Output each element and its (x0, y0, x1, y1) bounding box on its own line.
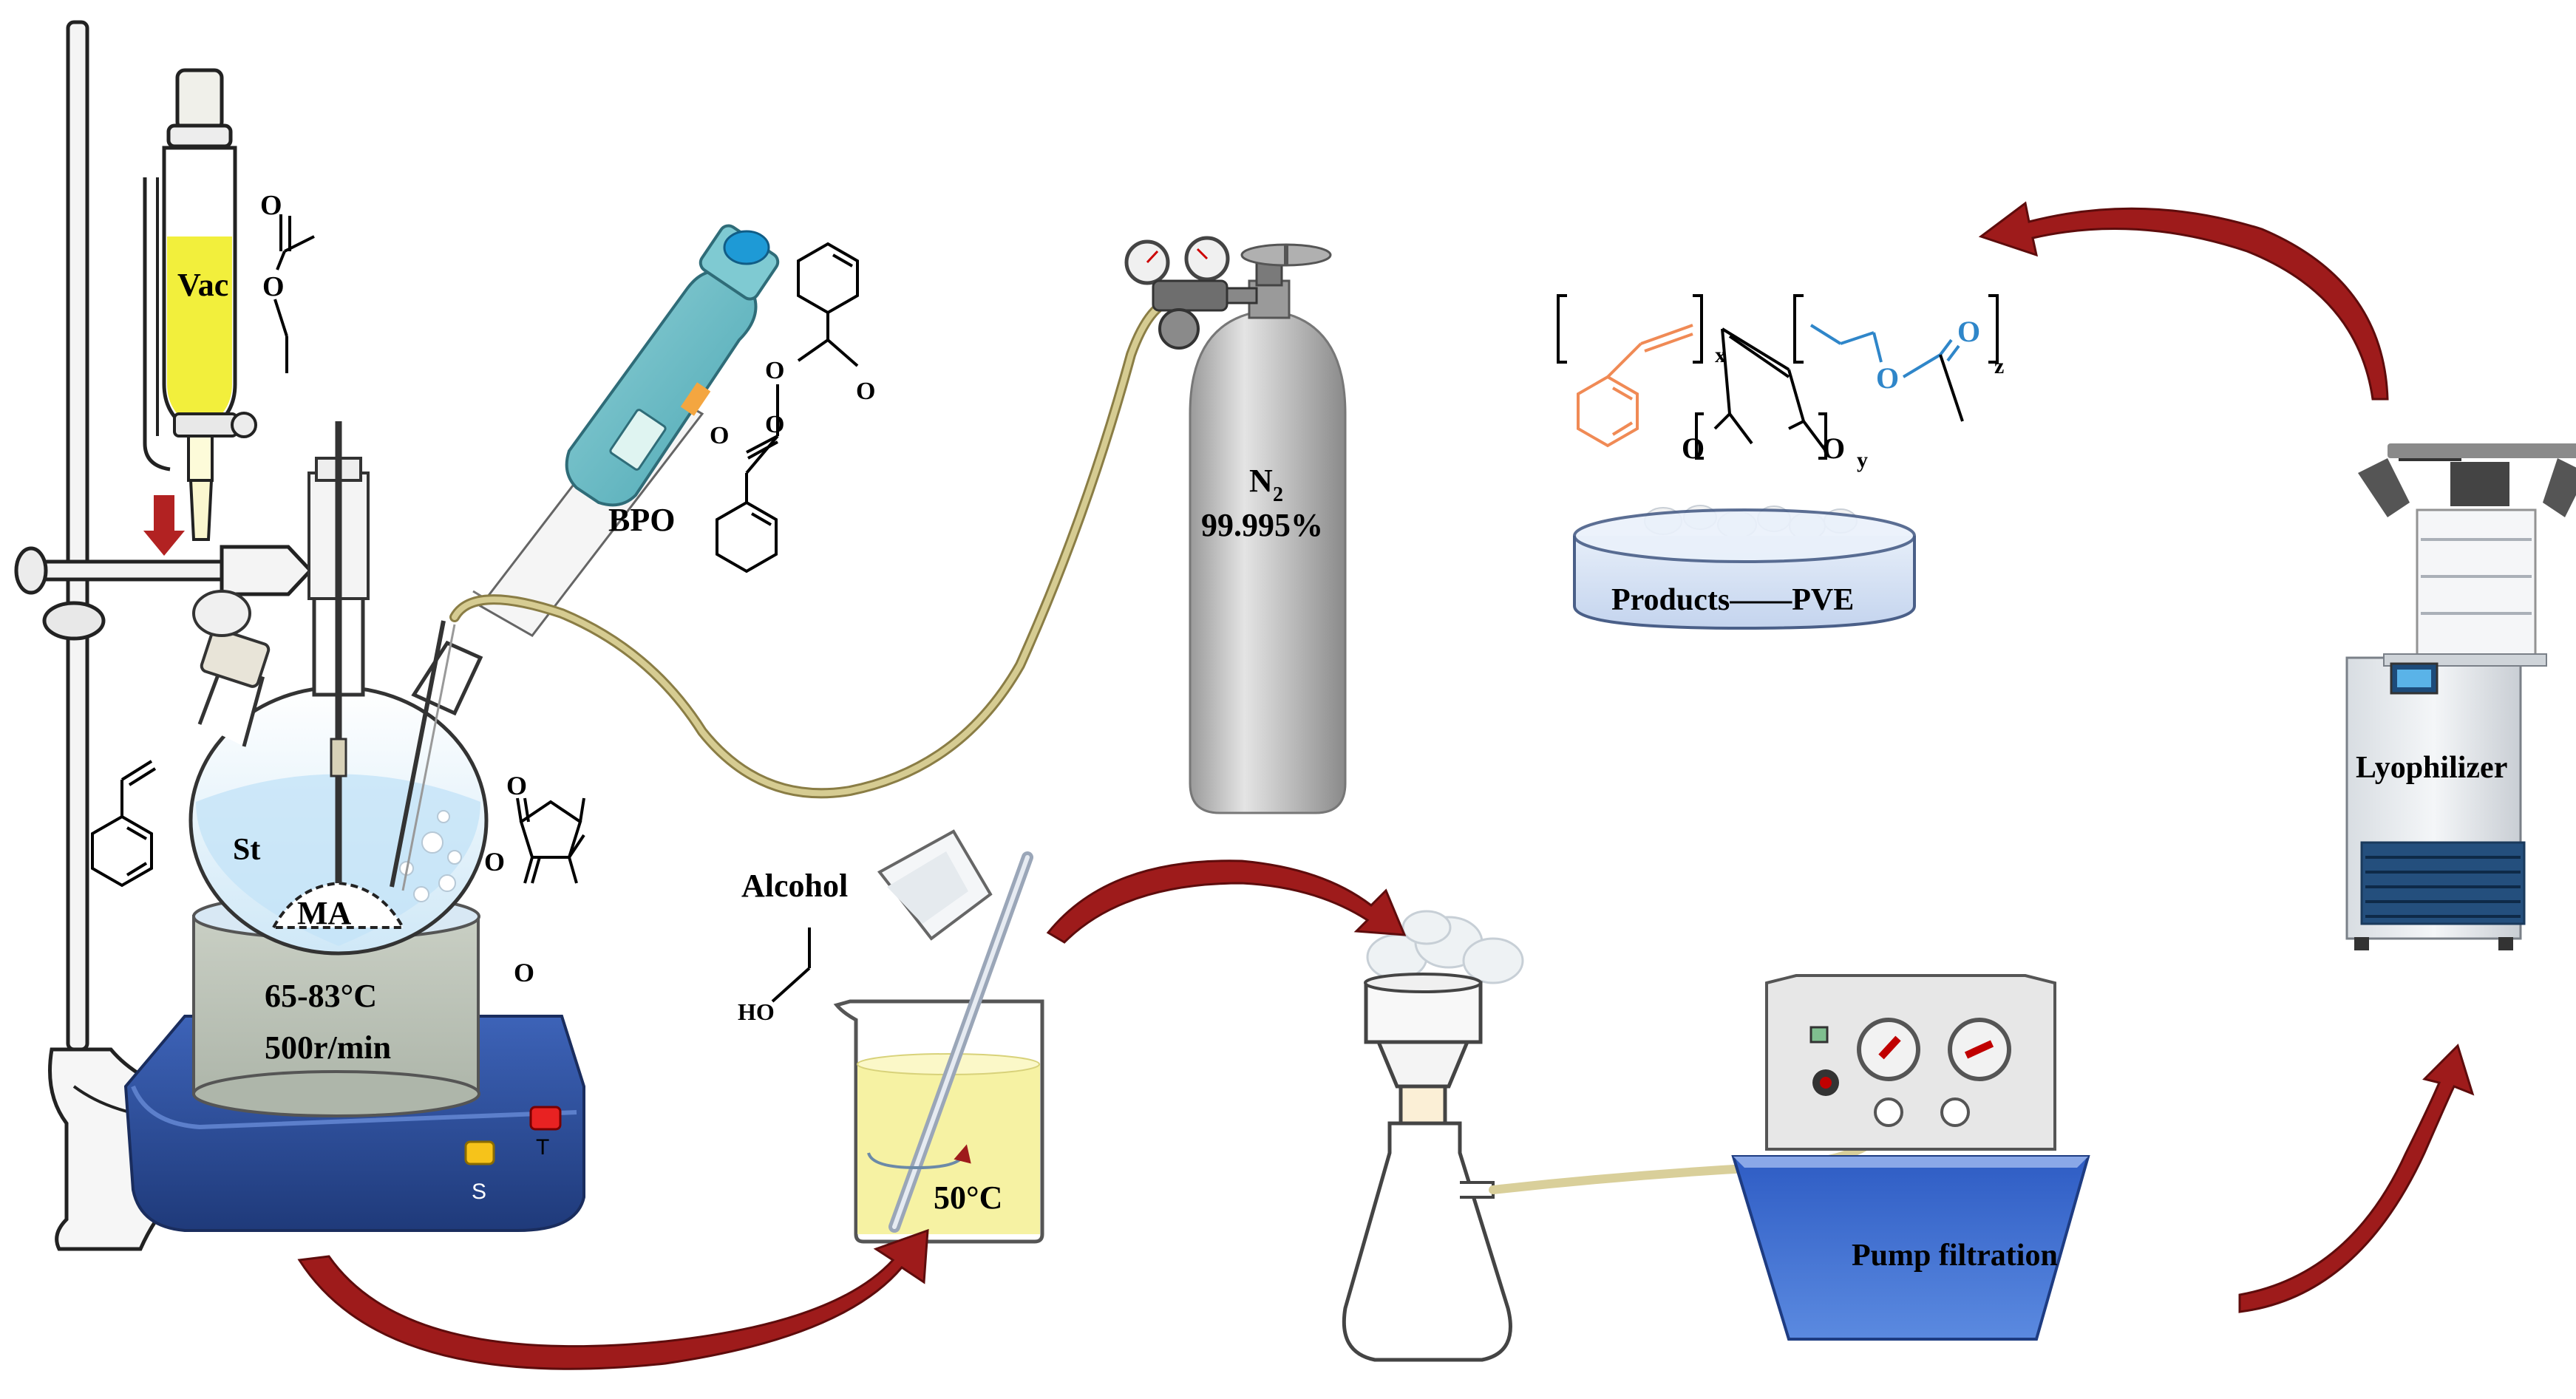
small-beaker (877, 829, 993, 941)
t-button-label: T (536, 1135, 549, 1160)
n2-subscript: 2 (1273, 483, 1283, 506)
stir-speed-label: 500r/min (265, 1029, 391, 1066)
alcohol-label: Alcohol (741, 868, 848, 904)
ma-o-top: O (506, 771, 527, 800)
bpo-o-3: O (765, 411, 784, 438)
down-arrow-icon (143, 495, 185, 556)
n2-label: N (1249, 463, 1273, 499)
curved-arrow-1 (297, 1228, 929, 1370)
pve-sub-x: x (1715, 343, 1726, 367)
filter-flask (1342, 910, 1524, 1362)
vac-carbonyl-o: O (260, 190, 282, 221)
vac-ester-o: O (262, 271, 285, 302)
ma-o-ring: O (484, 847, 505, 876)
beaker-temp-label: 50°C (934, 1180, 1002, 1216)
ma-o-bottom: O (514, 958, 534, 987)
curved-arrow-3 (2238, 1044, 2475, 1313)
pve-o-carbonyl: O (1957, 315, 1980, 348)
styrene-structure (91, 760, 157, 888)
petri-dish: Products——PVE (1573, 505, 1916, 630)
flow-arrows (297, 201, 2475, 1370)
three-neck-flask: MA St (188, 421, 489, 956)
products-label: Products——PVE (1611, 583, 1854, 617)
reaction-beaker: 50°C (833, 851, 1044, 1244)
pve-o-right: O (1822, 432, 1845, 465)
bpo-label: BPO (608, 502, 675, 538)
bpo-o-1: O (856, 378, 875, 405)
bpo-o-2: O (765, 357, 784, 384)
pve-sub-y: y (1857, 448, 1868, 472)
vinyl-acetate-structure (273, 214, 315, 373)
vac-label: Vac (177, 267, 228, 303)
nitrogen-cylinder: N 2 99.995% (1124, 236, 1347, 814)
pve-o-ester: O (1876, 361, 1899, 395)
pump-filtration-label: Pump filtration (1852, 1239, 2058, 1273)
bpo-structure (716, 242, 859, 573)
pve-structure (1557, 294, 1999, 460)
bpo-o-4: O (710, 422, 729, 449)
vacuum-pump: Pump filtration (1731, 974, 2090, 1341)
s-button-label: S (472, 1180, 486, 1204)
curved-arrow-4 (1978, 201, 2389, 401)
ma-label: MA (297, 895, 352, 931)
pipette (472, 224, 780, 637)
pve-o-left: O (1682, 432, 1705, 465)
st-label: St (233, 833, 260, 867)
lyophilizer-label: Lyophilizer (2356, 751, 2507, 785)
maleic-anhydride-structure (516, 797, 585, 884)
ethanol-structure (771, 927, 811, 1003)
dropping-funnel: Vac (143, 68, 257, 541)
curved-arrow-2 (1046, 860, 1407, 944)
vac-liquid (167, 236, 232, 425)
pve-sub-z: z (1994, 354, 2004, 378)
temperature-label: 65-83°C (265, 978, 377, 1014)
ho-label: HO (738, 998, 775, 1025)
lyophilizer: Lyophilizer (2345, 443, 2576, 950)
purity-label: 99.995% (1201, 507, 1323, 543)
vacuum-hose (1489, 1134, 1882, 1194)
